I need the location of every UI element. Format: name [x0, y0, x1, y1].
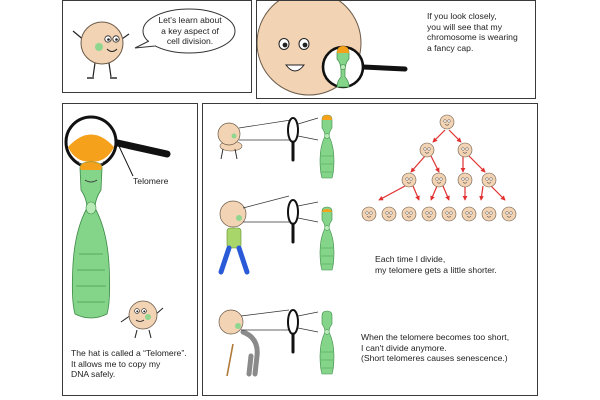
speech-bubble [134, 8, 236, 54]
baby-cell-character [217, 119, 292, 160]
cell-character-small [120, 300, 164, 339]
chromosome-short-telomere [319, 310, 335, 375]
chromosome-with-cap [336, 46, 350, 88]
panel-closer-look: If you look closely, you will see that m… [256, 0, 536, 99]
senescence-caption: When the telomere becomes too short, I c… [361, 332, 510, 364]
elderly-cell-character [218, 309, 290, 377]
telomere-cap-magnified [64, 115, 134, 177]
cell-character-waving [72, 21, 130, 79]
panel-telomere-shortening: Each time I divide, my telomere gets a l… [202, 103, 538, 396]
magnifying-glass-icon [287, 309, 319, 354]
chromosome-long-telomere [319, 114, 335, 179]
panel-intro: Let's learn about a key aspect of cell d… [62, 0, 252, 93]
speech-text: Let's learn about a key aspect of cell d… [158, 15, 222, 47]
divide-caption: Each time I divide, my telomere gets a l… [375, 254, 497, 275]
telomere-label: Telomere [133, 176, 169, 186]
closer-look-caption: If you look closely, you will see that m… [427, 11, 518, 53]
panel-telomere: Telomere The hat is called a “Telomere”.… [62, 103, 198, 396]
magnifying-glass-icon [109, 138, 171, 158]
adult-cell-character [218, 195, 290, 275]
magnifying-glass-icon [287, 117, 319, 162]
telomere-caption: The hat is called a “Telomere”. It allow… [71, 348, 187, 380]
large-chromosome [71, 160, 111, 319]
chromosome-medium-telomere [319, 206, 335, 271]
cell-division-tree [361, 114, 517, 222]
magnifying-glass-icon [287, 199, 319, 244]
magnifying-glass-icon [321, 45, 408, 89]
